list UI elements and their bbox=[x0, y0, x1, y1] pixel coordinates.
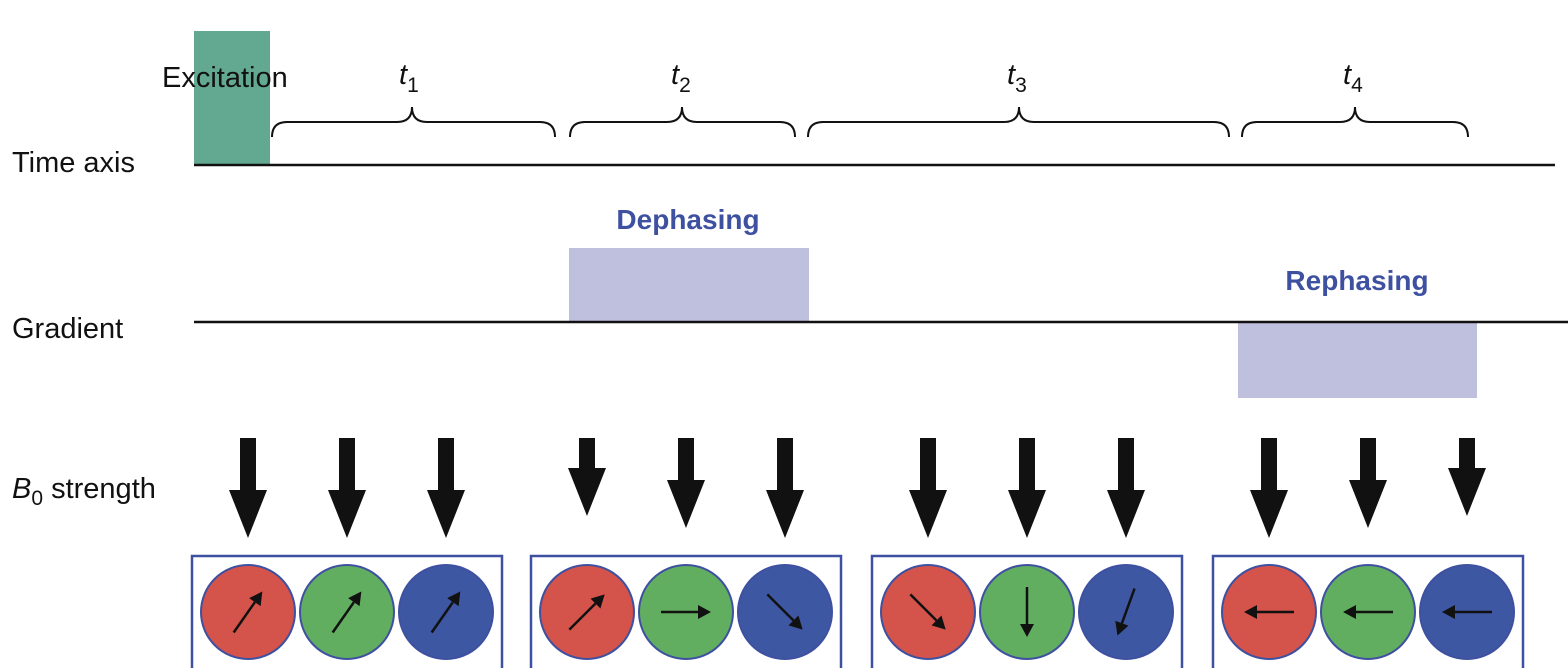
t4-sub: 4 bbox=[1351, 74, 1363, 97]
rephasing-label: Rephasing bbox=[1285, 265, 1428, 296]
magnetization-vector-head bbox=[1020, 624, 1034, 637]
magnetization-vector-head bbox=[788, 615, 803, 630]
excitation-label: Excitation bbox=[162, 62, 288, 94]
dephasing-label: Dephasing bbox=[616, 204, 759, 235]
interval-brace-t4 bbox=[1241, 106, 1469, 138]
interval-brace-t3 bbox=[807, 106, 1230, 138]
b0-field-arrow bbox=[427, 438, 465, 538]
magnetization-vector-shaft bbox=[1120, 588, 1136, 624]
rephasing-gradient-block bbox=[1238, 323, 1477, 398]
b0-arrows-group bbox=[229, 438, 1486, 538]
b0-strength-word: strength bbox=[43, 473, 156, 505]
magnetization-vector-head bbox=[249, 591, 263, 607]
spin-group-box bbox=[190, 554, 504, 668]
magnetization-vector-head bbox=[1343, 605, 1356, 619]
magnetization-vector-head bbox=[698, 605, 711, 619]
magnetization-vector-head bbox=[348, 591, 362, 607]
spin-group-box bbox=[1211, 554, 1525, 668]
t1-main: t bbox=[399, 59, 409, 91]
magnetization-vector-head bbox=[447, 591, 461, 607]
dephasing-gradient-block bbox=[569, 248, 809, 323]
b0-field-arrow bbox=[1008, 438, 1046, 538]
t3-main: t bbox=[1007, 59, 1017, 91]
b0-field-arrow bbox=[229, 438, 267, 538]
b0-symbol: B bbox=[12, 473, 31, 505]
magnetization-vector-shaft bbox=[331, 601, 355, 634]
b0-field-arrow bbox=[1250, 438, 1288, 538]
b0-field-arrow bbox=[328, 438, 366, 538]
b0-field-arrow bbox=[1349, 438, 1387, 528]
time-axis-label: Time axis bbox=[12, 147, 135, 179]
magnetization-vector-head bbox=[1442, 605, 1455, 619]
magnetization-vector-shaft bbox=[430, 601, 454, 634]
magnetization-vector-head bbox=[931, 615, 946, 630]
b0-field-arrow bbox=[667, 438, 705, 528]
magnetization-vector-head bbox=[590, 594, 605, 609]
interval-brace-t2 bbox=[569, 106, 796, 138]
spin-boxes-group bbox=[190, 554, 1525, 668]
interval-label-t2: t2 bbox=[671, 59, 691, 97]
b0-field-arrow bbox=[1107, 438, 1145, 538]
magnetization-vector-shaft bbox=[909, 593, 938, 622]
b0-field-arrow bbox=[766, 438, 804, 538]
t4-main: t bbox=[1343, 59, 1353, 91]
b0-field-arrow bbox=[909, 438, 947, 538]
t2-main: t bbox=[671, 59, 681, 91]
spin-group-box bbox=[529, 554, 843, 668]
interval-label-t1: t1 bbox=[399, 59, 419, 97]
interval-label-t4: t4 bbox=[1343, 59, 1363, 97]
t1-sub: 1 bbox=[407, 74, 419, 97]
interval-brace-t1 bbox=[271, 106, 556, 138]
excitation-pulse bbox=[194, 31, 270, 166]
t2-sub: 2 bbox=[679, 74, 691, 97]
gradient-label: Gradient bbox=[12, 313, 123, 345]
magnetization-vector-head bbox=[1244, 605, 1257, 619]
magnetization-vector-shaft bbox=[568, 602, 597, 631]
t3-sub: 3 bbox=[1015, 74, 1027, 97]
b0-field-arrow bbox=[1448, 438, 1486, 516]
interval-label-t3: t3 bbox=[1007, 59, 1027, 97]
b0-strength-label: B0 strength bbox=[12, 473, 156, 510]
spin-group-box bbox=[870, 554, 1184, 668]
magnetization-vector-shaft bbox=[766, 593, 795, 622]
magnetization-vector-head bbox=[1115, 620, 1129, 636]
magnetization-vector-shaft bbox=[232, 601, 256, 634]
b0-field-arrow bbox=[568, 438, 606, 516]
b0-subscript: 0 bbox=[31, 487, 43, 510]
